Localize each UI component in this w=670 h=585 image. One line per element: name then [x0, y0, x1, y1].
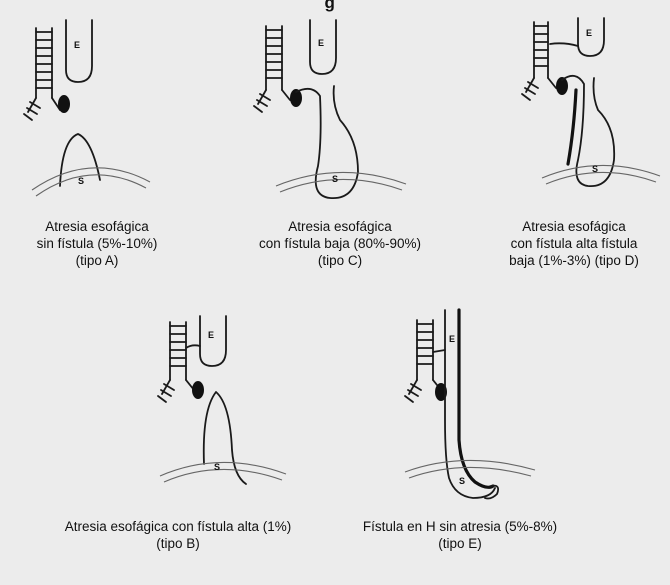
caption-tipo-b: Atresia esofágica con fístula alta (1%) … [28, 518, 328, 552]
caption-line: Atresia esofágica [220, 218, 460, 235]
upper-fistula [550, 43, 578, 46]
esophagus-upper-pouch [200, 316, 226, 366]
h-fistula [433, 350, 445, 352]
caption-tipo-a: Atresia esofágica sin fístula (5%-10%) (… [2, 218, 192, 269]
diaphragm [32, 168, 150, 196]
caption-line: Atresia esofágica [480, 218, 668, 235]
esophagus-label: E [318, 38, 324, 48]
trachea [158, 322, 204, 402]
trachea [254, 26, 302, 112]
caption-line: Fístula en H sin atresia (5%-8%) [345, 518, 575, 535]
stomach-label: S [78, 176, 84, 186]
caption-line: con fístula alta fístula [480, 235, 668, 252]
caption-line: (tipo B) [28, 535, 328, 552]
caption-line: (tipo E) [345, 535, 575, 552]
caption-line: baja (1%-3%) (tipo D) [480, 252, 668, 269]
caption-tipo-c: Atresia esofágica con fístula baja (80%-… [220, 218, 460, 269]
stomach-label: S [592, 164, 598, 174]
caption-line: Atresia esofágica [2, 218, 192, 235]
trachea [24, 28, 70, 120]
caption-line: (tipo A) [2, 252, 192, 269]
caption-tipo-e: Fístula en H sin atresia (5%-8%) (tipo E… [345, 518, 575, 552]
caption-tipo-d: Atresia esofágica con fístula alta fístu… [480, 218, 668, 269]
upper-fistula [186, 345, 200, 348]
diaphragm [276, 172, 406, 192]
esophagus-label: E [74, 40, 80, 50]
panel-tipo-d: E S Atresia esofágica con fístula alta f… [480, 0, 670, 285]
caption-line: sin fístula (5%-10%) [2, 235, 192, 252]
caption-line: Atresia esofágica con fístula alta (1%) [28, 518, 328, 535]
stomach-label: S [214, 462, 220, 472]
panel-tipo-c: E S Atresia esofágica con fístula baja (… [220, 0, 460, 285]
panel-tipo-b: E S Atresia esofágica con fístula alta (… [20, 300, 340, 570]
stomach-label: S [459, 476, 465, 486]
esophagus-label: E [208, 330, 214, 340]
caption-line: (tipo C) [220, 252, 460, 269]
lower-fistula-wall [568, 90, 576, 164]
esophagus-label: E [586, 28, 592, 38]
esophagus-label: E [449, 334, 455, 344]
diaphragm [160, 462, 286, 482]
caption-line: con fístula baja (80%-90%) [220, 235, 460, 252]
trachea [522, 22, 568, 100]
esophagus-lower-segment [296, 86, 358, 198]
panel-tipo-e: E S Fístula en H sin atresia (5%-8%) (ti… [345, 300, 595, 570]
stomach-label: S [332, 174, 338, 184]
panel-tipo-a: E S Atresia esofágica sin fístula (5%-10… [0, 0, 220, 285]
esophagus-upper-pouch [66, 20, 92, 82]
trachea [405, 320, 447, 402]
diaphragm [542, 165, 660, 184]
